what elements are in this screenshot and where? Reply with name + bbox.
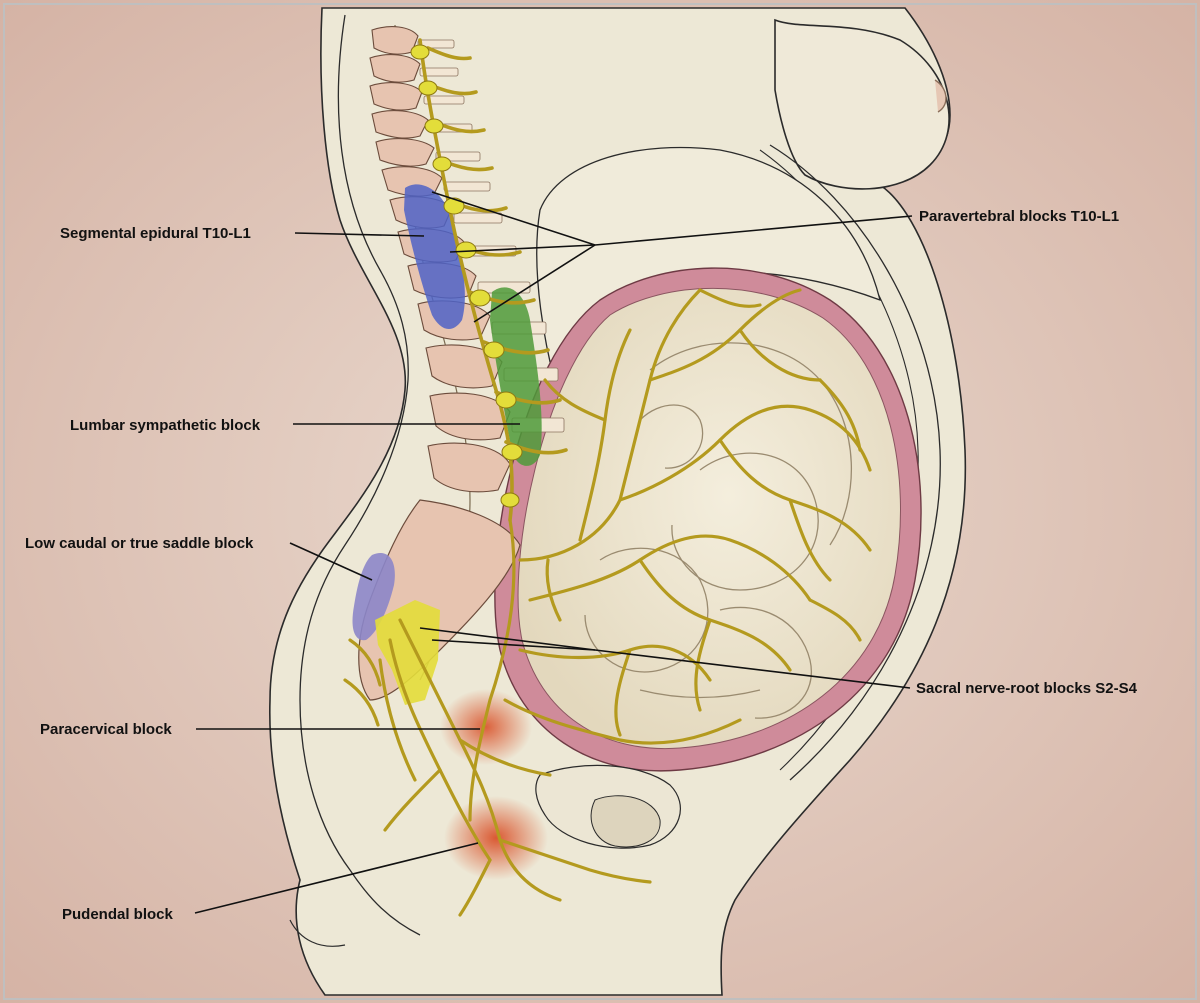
label-low-caudal: Low caudal or true saddle block — [25, 535, 254, 552]
label-lumbar-sympathetic: Lumbar sympathetic block — [70, 417, 261, 434]
leader-segmental-epidural — [294, 232, 425, 237]
label-sacral-nerve-root: Sacral nerve-root blocks S2-S4 — [916, 680, 1138, 697]
leader-paravertebral-2 — [431, 191, 596, 246]
sacral-root-highlight — [375, 600, 440, 705]
frame-border — [3, 3, 1197, 1000]
caudal-zone-highlight — [352, 553, 395, 641]
abdominal-wall-line-outer — [769, 144, 941, 781]
sympathetic-ganglia — [410, 44, 523, 508]
breast — [774, 18, 950, 190]
nipple — [934, 79, 947, 113]
sacral-pudendal-nerves — [343, 618, 652, 917]
leader-paravertebral-1 — [594, 215, 913, 246]
leader-sacral-root-2 — [419, 627, 596, 651]
posterior-body-line — [299, 14, 421, 936]
pubic-bone — [590, 795, 661, 848]
leader-sacral-root-1 — [594, 649, 911, 689]
epidural-zone-highlight — [404, 184, 465, 330]
leader-low-caudal — [289, 542, 373, 581]
label-paravertebral: Paravertebral blocks T10-L1 — [919, 208, 1119, 225]
label-paracervical: Paracervical block — [40, 721, 172, 738]
label-segmental-epidural: Segmental epidural T10-L1 — [60, 225, 251, 242]
uterine-cavity — [517, 287, 901, 750]
leader-paravertebral-4 — [473, 244, 596, 323]
uterine-nerve-plexus — [468, 288, 872, 822]
sympathetic-zone-highlight — [490, 287, 542, 466]
gluteal-fold — [289, 919, 346, 947]
leader-paravertebral-3 — [449, 244, 596, 253]
leader-lines — [194, 191, 913, 914]
label-pudendal: Pudendal block — [62, 906, 174, 923]
leader-pudendal — [194, 842, 479, 914]
leader-sacral-root-3 — [431, 639, 596, 651]
